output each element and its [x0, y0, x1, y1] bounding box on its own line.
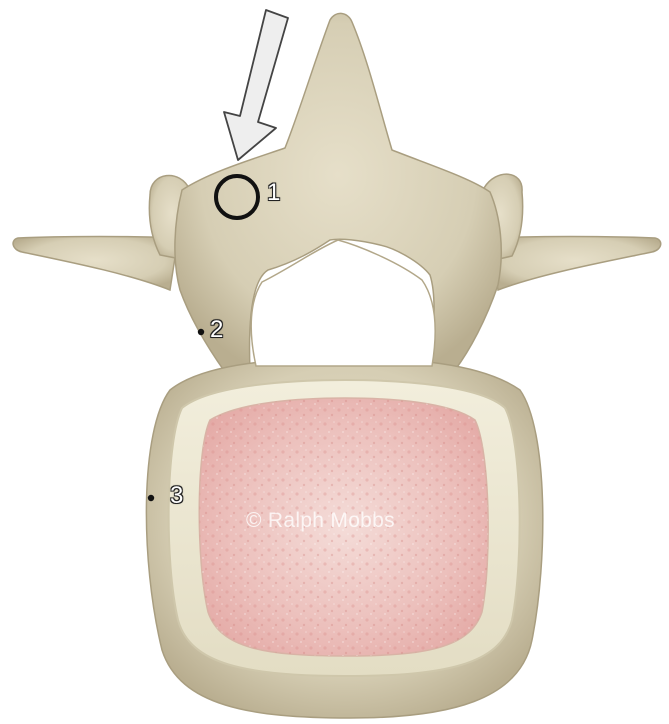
point-marker-2 — [198, 329, 204, 335]
marker-label-2: 2 — [210, 318, 223, 342]
left-transverse-process — [13, 237, 178, 291]
copyright-watermark: © Ralph Mobbs — [246, 510, 395, 531]
marker-label-1: 1 — [267, 181, 280, 205]
downward-arrow-icon — [224, 10, 288, 160]
marker-label-3: 3 — [170, 484, 183, 508]
point-marker-3 — [148, 495, 154, 501]
